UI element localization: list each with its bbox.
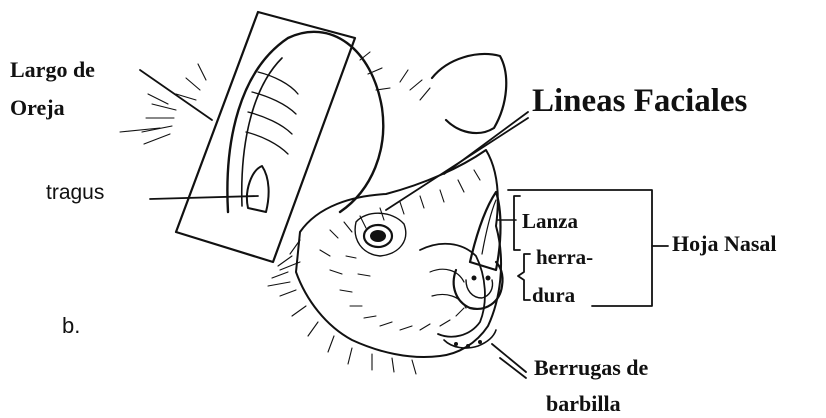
- label-berrugas-1: Berrugas de: [534, 356, 648, 379]
- bracket-herradura: [518, 254, 530, 300]
- left-ear: [227, 32, 383, 212]
- fur-texture: [120, 52, 480, 374]
- label-hoja-nasal: Hoja Nasal: [672, 232, 777, 255]
- right-ear: [432, 54, 506, 133]
- muzzle: [420, 244, 485, 337]
- label-lanza: Lanza: [522, 210, 578, 232]
- label-herradura-1: herra-: [536, 246, 593, 268]
- tragus-shape: [247, 166, 269, 212]
- label-berrugas-2: barbilla: [546, 392, 621, 415]
- leader-lineas-faciales-2: [386, 118, 528, 210]
- label-largo-de-oreja-1: Largo de: [10, 58, 95, 81]
- ear-length-frame: [176, 12, 355, 262]
- label-tragus: tragus: [46, 182, 104, 204]
- nose-leaf-lanza: [470, 192, 501, 270]
- label-lineas-faciales: Lineas Faciales: [532, 84, 747, 119]
- panel-letter: b.: [62, 314, 80, 337]
- label-largo-de-oreja-2: Oreja: [10, 96, 65, 119]
- label-herradura-2: dura: [532, 284, 575, 306]
- bracket-lanza: [514, 196, 520, 250]
- leader-berrugas-1: [492, 344, 526, 372]
